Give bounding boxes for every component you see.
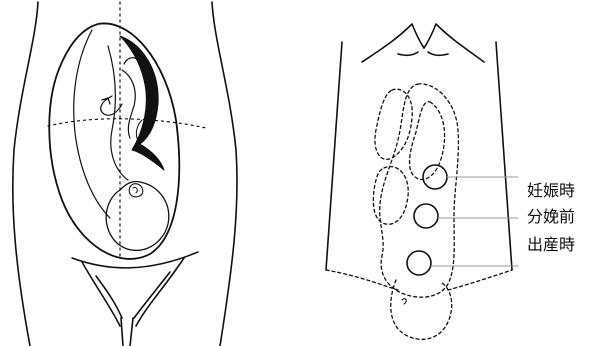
label-at-delivery: 出産時 bbox=[527, 236, 575, 254]
position-circle-before-delivery bbox=[414, 204, 438, 228]
torso-right bbox=[496, 42, 512, 270]
body-outline-left bbox=[13, 2, 38, 346]
label-pregnancy: 妊娠時 bbox=[527, 182, 575, 200]
small-mark bbox=[402, 299, 406, 304]
pelvis-v-inner-left bbox=[96, 276, 122, 318]
pelvis-stem bbox=[121, 318, 133, 346]
position-circle-at-delivery bbox=[407, 251, 431, 275]
position-circle-pregnancy bbox=[423, 165, 447, 189]
leader-lines bbox=[431, 177, 518, 266]
intestine-dotted-3 bbox=[373, 167, 408, 225]
uterus-dotted-outline bbox=[380, 84, 459, 297]
ribcage-lower-left bbox=[398, 52, 418, 55]
label-before-delivery: 分娩前 bbox=[527, 208, 575, 226]
uterus-outline bbox=[49, 23, 179, 259]
ribcage-left bbox=[362, 24, 424, 62]
pelvic-line-dotted bbox=[326, 270, 512, 290]
pelvis-v-inner-right bbox=[134, 272, 170, 318]
torso-left bbox=[326, 42, 342, 270]
pelvis-v-left bbox=[82, 262, 120, 326]
intestine-dotted-1 bbox=[375, 89, 412, 159]
fetus-back bbox=[74, 30, 110, 218]
pregnant-body-figure bbox=[13, 2, 237, 346]
placenta bbox=[120, 36, 164, 170]
abdomen-figure bbox=[326, 24, 512, 339]
fetus-ear-detail bbox=[133, 187, 137, 193]
pelvis-v-right bbox=[136, 258, 184, 326]
bladder-dotted bbox=[391, 280, 452, 339]
ribcage-right bbox=[424, 24, 484, 62]
fetus-leg bbox=[122, 70, 135, 138]
fetus-front bbox=[108, 46, 128, 180]
fetus-ear bbox=[129, 184, 143, 197]
ribcage-lower-right bbox=[428, 52, 448, 55]
body-outline-right bbox=[212, 2, 237, 346]
horizontal-axis bbox=[48, 119, 206, 128]
